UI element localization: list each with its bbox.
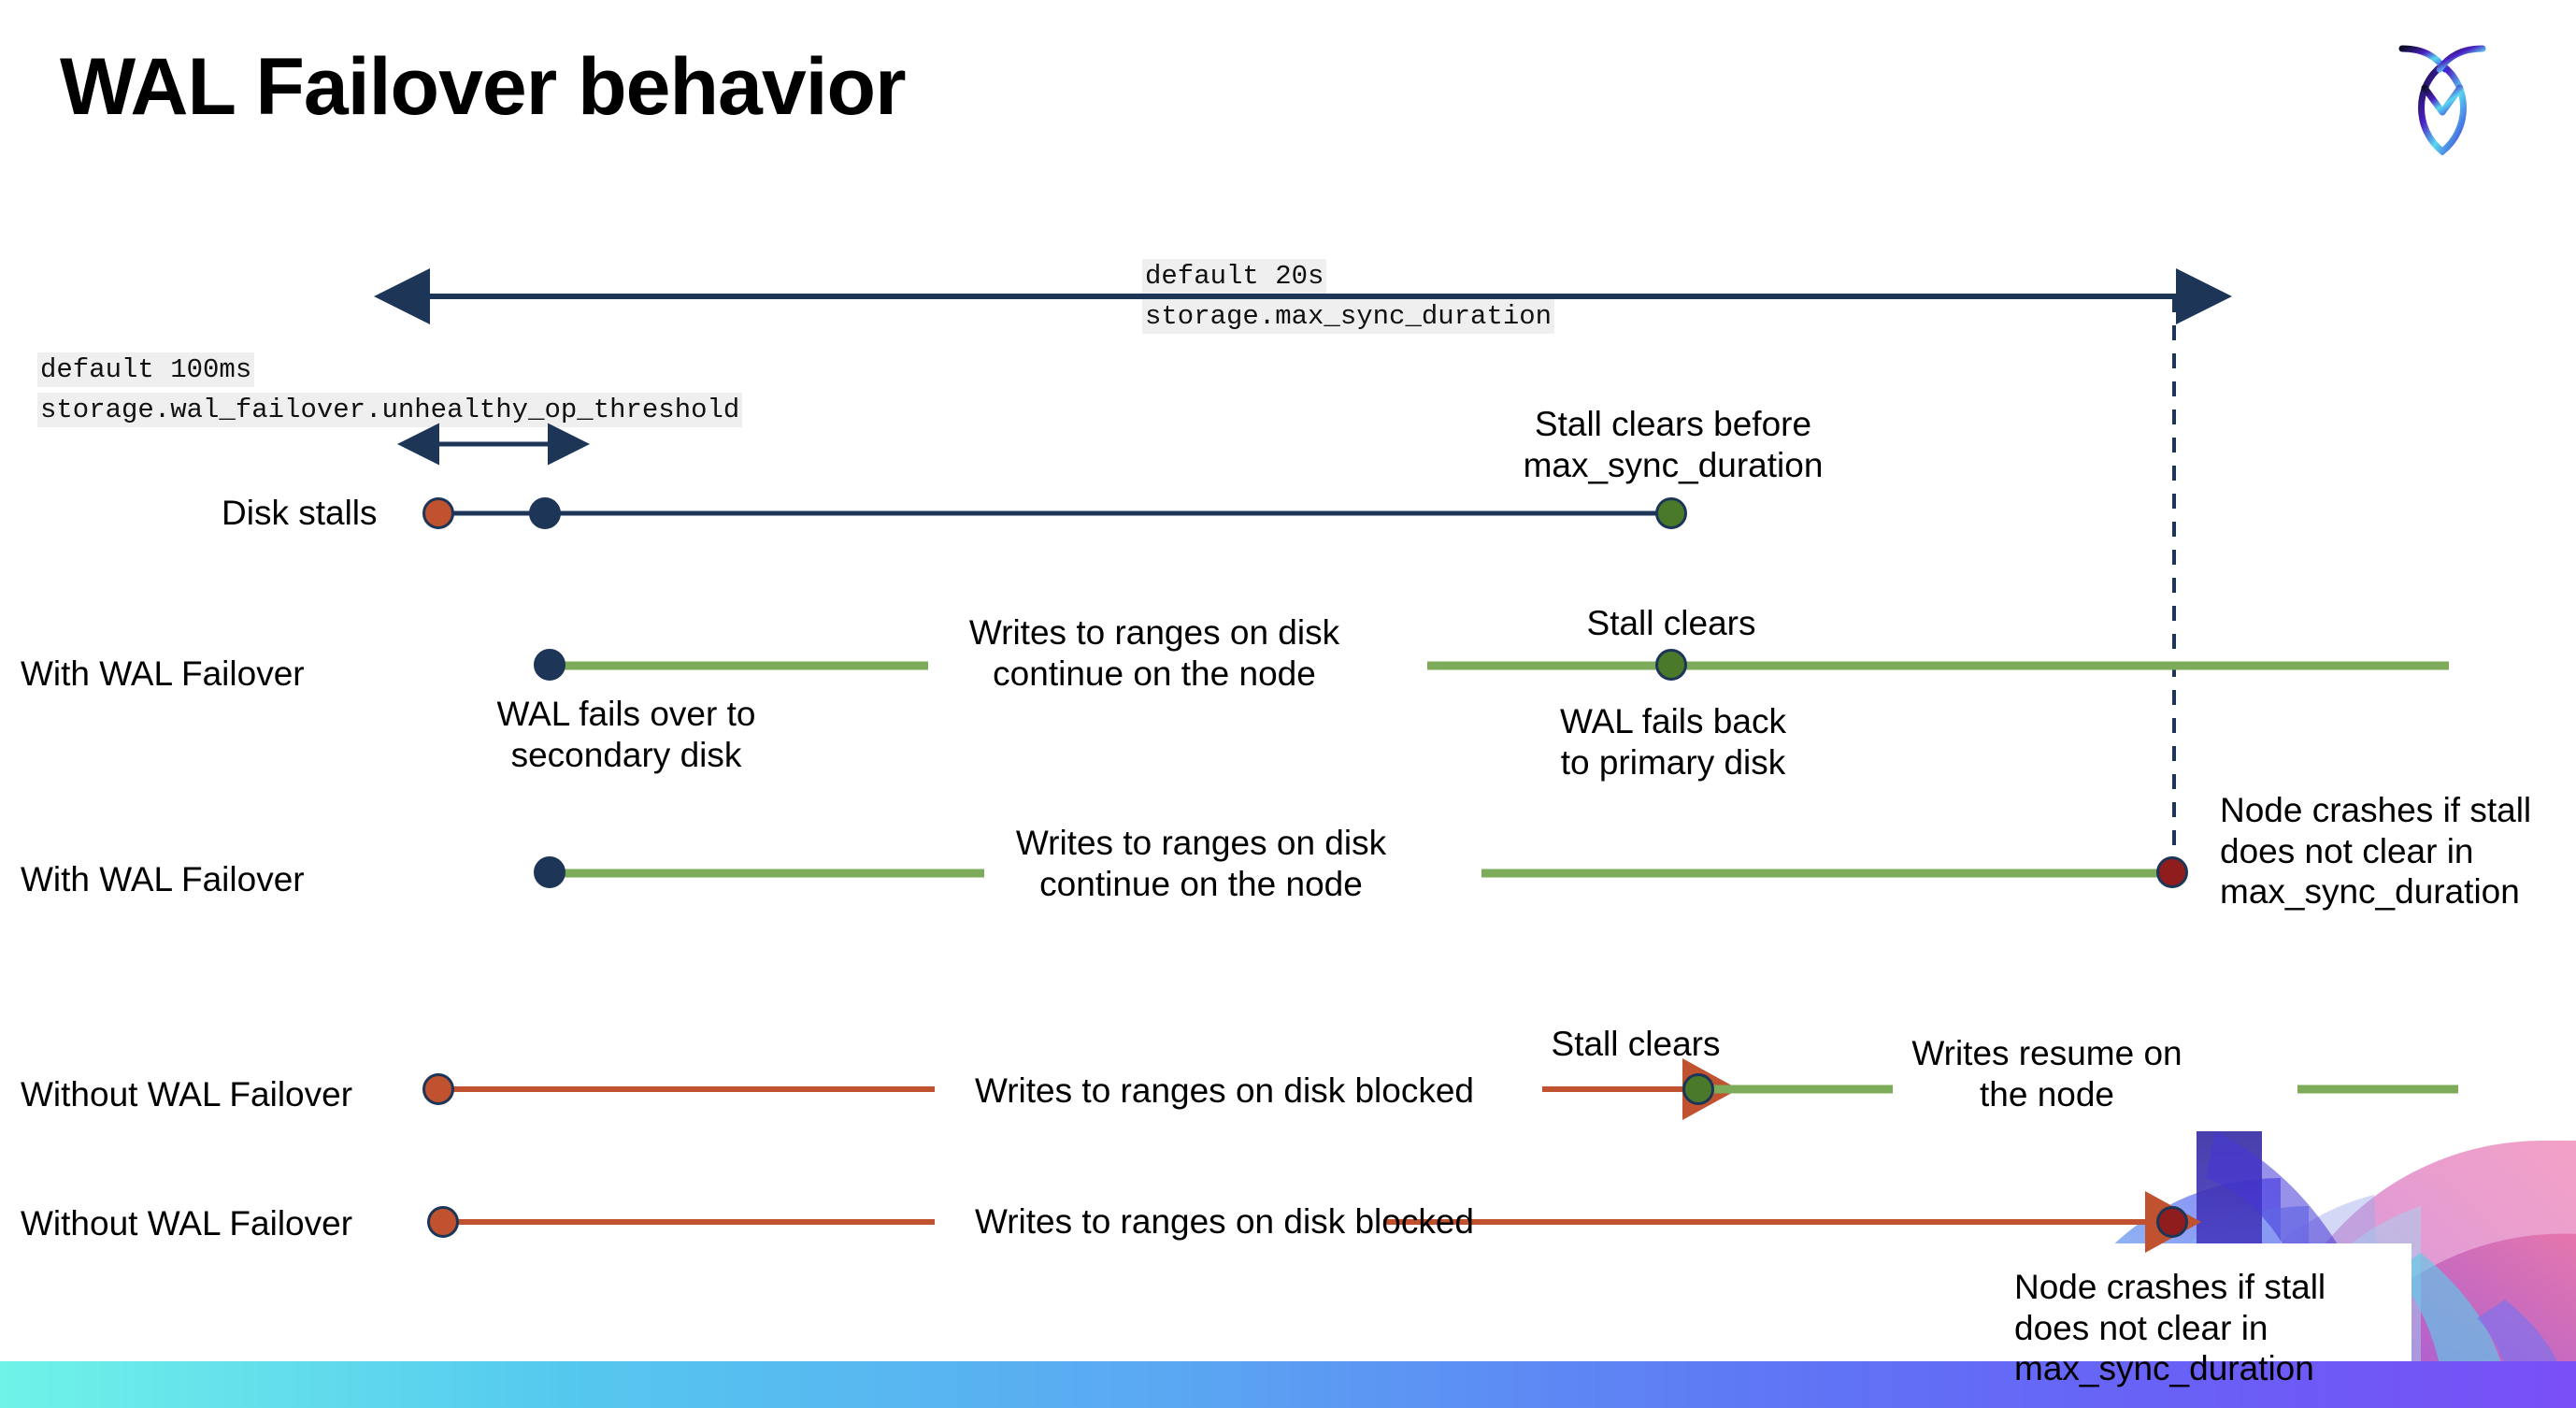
max-sync-duration-arrow bbox=[374, 268, 2232, 324]
bottom-gradient-bar bbox=[0, 1361, 2576, 1408]
with-wal-failover-2-timeline bbox=[547, 869, 2182, 878]
note-node-crashes-1: Node crashes if stall does not clear in … bbox=[2220, 791, 2532, 912]
note-wal-fails-back: WAL fails back to primary disk bbox=[1560, 702, 1786, 782]
with-wal-failover-1-timeline bbox=[547, 661, 2449, 670]
node-crash-dot-1 bbox=[2156, 856, 2188, 888]
stall-start-dot-row5 bbox=[427, 1206, 459, 1238]
unhealthy-setting-label: storage.wal_failover.unhealthy_op_thresh… bbox=[37, 393, 743, 428]
wal-failover-begin-dot-2 bbox=[534, 856, 565, 888]
disk-stall-start-dot bbox=[422, 497, 454, 529]
note-stall-clears-1: Stall clears bbox=[1586, 604, 1756, 642]
max-sync-setting-label: storage.max_sync_duration bbox=[1142, 299, 1555, 335]
cockroach-labs-logo-icon bbox=[2382, 28, 2503, 164]
note-writes-continue-2: Writes to ranges on disk continue on the… bbox=[1015, 824, 1387, 903]
wal-failover-trigger-dot bbox=[529, 497, 561, 529]
stall-clears-dot-row4 bbox=[1682, 1073, 1714, 1105]
note-writes-continue-1: Writes to ranges on disk continue on the… bbox=[968, 613, 1340, 693]
note-writes-blocked-1: Writes to ranges on disk blocked bbox=[974, 1071, 1475, 1110]
wal-failover-begin-dot bbox=[534, 649, 565, 681]
note-stall-clears-before: Stall clears before max_sync_duration bbox=[1523, 405, 1824, 484]
stall-clears-dot bbox=[1655, 649, 1687, 681]
note-writes-resume: Writes resume on the node bbox=[1911, 1034, 2182, 1113]
without-wal-failover-1-timeline bbox=[442, 1058, 2458, 1120]
node-crash-dot-2 bbox=[2156, 1206, 2188, 1238]
row-label-without-wal-failover-1: Without WAL Failover bbox=[21, 1075, 353, 1113]
note-stall-clears-2: Stall clears bbox=[1551, 1025, 1721, 1063]
disk-stalls-timeline bbox=[442, 510, 1673, 516]
logo-svg bbox=[2398, 45, 2486, 156]
max-sync-default-label: default 20s bbox=[1142, 259, 1327, 295]
note-writes-blocked-2: Writes to ranges on disk blocked bbox=[974, 1202, 1475, 1241]
row-label-with-wal-failover-1: With WAL Failover bbox=[21, 654, 305, 693]
stall-start-dot-row4 bbox=[422, 1073, 454, 1105]
without-wal-failover-2-timeline bbox=[447, 1191, 2201, 1253]
note-node-crashes-2: Node crashes if stall does not clear in … bbox=[2014, 1268, 2326, 1388]
row-label-with-wal-failover-2: With WAL Failover bbox=[21, 860, 305, 898]
page-title: WAL Failover behavior bbox=[60, 42, 907, 132]
max-sync-dashed-guideline bbox=[2172, 297, 2176, 884]
row-label-disk-stalls: Disk stalls bbox=[222, 494, 378, 532]
disk-stall-clear-dot bbox=[1655, 497, 1687, 529]
unhealthy-default-label: default 100ms bbox=[37, 352, 255, 388]
row-label-without-wal-failover-2: Without WAL Failover bbox=[21, 1204, 353, 1243]
note-wal-fails-over: WAL fails over to secondary disk bbox=[496, 695, 756, 774]
unhealthy-op-threshold-arrow bbox=[397, 423, 590, 466]
